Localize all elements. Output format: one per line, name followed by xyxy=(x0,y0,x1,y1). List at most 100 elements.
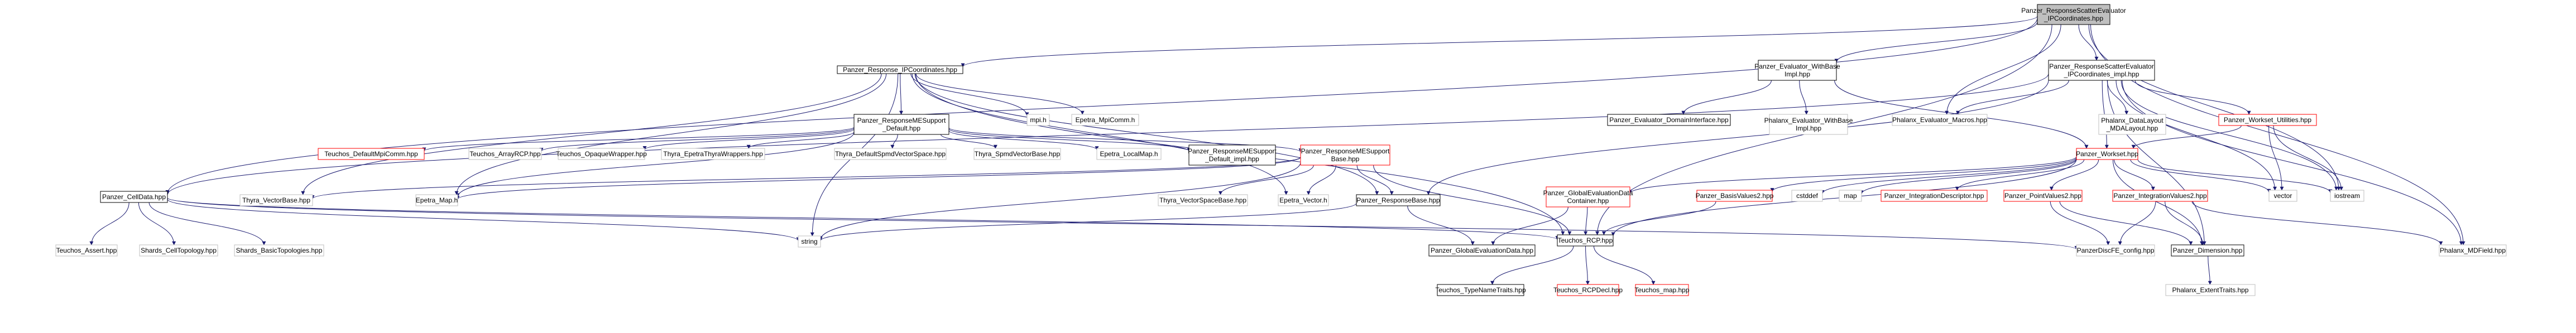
node-label: Panzer_Dimension.hpp xyxy=(2173,247,2243,254)
file-node-thyravectorspacebase: Thyra_VectorSpaceBase.hpp xyxy=(1158,194,1248,206)
file-node-panzerconfig: PanzerDiscFE_config.hpp xyxy=(2076,244,2155,257)
file-node-workset_utilities[interactable]: Panzer_Workset_Utilities.hpp xyxy=(2218,114,2317,126)
node-label: Shards_BasicTopologies.hpp xyxy=(236,247,323,254)
node-label: Thyra_DefaultSpmdVectorSpace.hpp xyxy=(835,150,946,158)
node-label: Thyra_VectorBase.hpp xyxy=(242,196,310,204)
file-node-teuchosrcp[interactable]: Teuchos_RCP.hpp xyxy=(1557,234,1614,247)
node-box xyxy=(1607,114,1731,126)
edge-celldata-to-shardscelltopo xyxy=(138,202,176,245)
edge-workset-to-integrationvalues2 xyxy=(2114,159,2155,191)
file-node-typenametraits[interactable]: Teuchos_TypeNameTraits.hpp xyxy=(1435,284,1526,296)
node-label: Panzer_Workset_Utilities.hpp xyxy=(2224,116,2312,124)
node-box xyxy=(1278,194,1329,206)
file-node-extenttraits: Phalanx_ExtentTraits.hpp xyxy=(2165,284,2256,296)
node-label: Phalanx_MDField.hpp xyxy=(2440,247,2506,254)
file-node-mesupportdefaultimpl[interactable]: Panzer_ResponseMESupport_Default_impl.hp… xyxy=(1188,144,1277,166)
node-box xyxy=(661,148,765,160)
edge-celldata-to-teuchosasset xyxy=(89,202,129,245)
node-label: Panzer_ResponseScatterEvaluator xyxy=(2049,62,2153,70)
edge-mesupportbase-to-epetravector xyxy=(1306,165,1336,195)
node-label: Thyra_EpetraThyraWrappers.hpp xyxy=(663,150,763,158)
file-node-rcpdecl[interactable]: Teuchos_RCPDecl.hpp xyxy=(1553,284,1623,296)
file-node-root[interactable]: Panzer_ResponseScatterEvaluator_IPCoordi… xyxy=(2021,4,2126,25)
file-node-phalanxmdfield: Phalanx_MDField.hpp xyxy=(2439,244,2507,257)
edge-mesupportdefault-to-mesupportdefaultimpl xyxy=(948,128,1191,152)
file-node-mesupportdefault[interactable]: Panzer_ResponseMESupport_Default.hpp xyxy=(853,114,949,135)
node-label: Panzer_ResponseBase.hpp xyxy=(1356,196,1440,204)
node-label: map xyxy=(1844,192,1857,200)
edge-scatterimpl-to-workset_utilities xyxy=(2134,80,2251,115)
file-node-cstddef: cstddef xyxy=(1791,190,1823,202)
edge-ipcoords-to-epetramap xyxy=(454,73,887,195)
edge-workset-to-integrationdescriptor xyxy=(1955,159,2085,191)
node-label: _MDALayout.hpp xyxy=(2106,124,2158,132)
edge-scatterimpl-to-responsebase xyxy=(1426,80,2049,195)
node-label: Panzer_ResponseMESupport xyxy=(1188,147,1277,155)
edge-workset_utilities-to-iostream xyxy=(2273,125,2344,191)
edge-workset-to-basisvalues2 xyxy=(1770,157,2077,192)
node-box xyxy=(415,194,458,206)
edge-mesupportbase-to-thyravectorbase xyxy=(310,156,1301,199)
edge-integrationvalues2-to-dimension xyxy=(2165,201,2205,245)
node-box xyxy=(1300,144,1390,166)
node-label: _IPCoordinates_impl.hpp xyxy=(2064,70,2140,78)
node-box xyxy=(2165,284,2256,296)
edge-scatterimpl-to-celldata xyxy=(165,74,2049,195)
edge-scatterimpl-to-phalanxmacros xyxy=(1956,80,2069,115)
node-box xyxy=(1758,60,1837,81)
edge-root-to-scatterimpl xyxy=(2078,24,2099,61)
edge-integrationvalues2-to-phalanxmdfield xyxy=(2191,201,2443,245)
file-node-basisvalues2[interactable]: Panzer_BasisValues2.hpp xyxy=(1696,190,1774,202)
edge-root-to-phalanxmacros xyxy=(1945,24,2061,115)
file-node-tdefaultmpicomm[interactable]: Teuchos_DefaultMpiComm.hpp xyxy=(318,148,425,160)
file-node-pointvalues2[interactable]: Panzer_PointValues2.hpp xyxy=(2003,190,2083,202)
file-node-celldata[interactable]: Panzer_CellData.hpp xyxy=(100,191,168,203)
edge-mesupportdefault-to-epetramap xyxy=(455,132,855,197)
node-box xyxy=(2218,114,2317,126)
node-box xyxy=(1437,284,1524,296)
node-label: Panzer_CellData.hpp xyxy=(102,193,166,201)
edge-integrationvalues2-to-panzerconfig xyxy=(2118,201,2156,245)
edge-workset_utilities-to-workset xyxy=(2131,125,2242,149)
node-box xyxy=(239,194,313,206)
node-box xyxy=(1557,284,1619,296)
file-node-epetrampicomm: Epetra_MpiComm.h xyxy=(1071,114,1139,126)
file-node-dimension[interactable]: Panzer_Dimension.hpp xyxy=(2171,244,2244,257)
edge-root-to-iostream xyxy=(2088,24,2341,191)
file-node-integrationdescriptor[interactable]: Panzer_IntegrationDescriptor.hpp xyxy=(1881,190,1988,202)
node-label: vector xyxy=(2274,192,2292,200)
file-node-scatterimpl[interactable]: Panzer_ResponseScatterEvaluator_IPCoordi… xyxy=(2048,60,2155,81)
edge-mesupportbase-to-teuchosrcp xyxy=(1373,165,1572,235)
node-box xyxy=(1791,190,1823,202)
file-node-epetralocalmap: Epetra_LocalMap.h xyxy=(1096,148,1162,160)
node-box xyxy=(973,148,1061,160)
file-node-globalevaldata[interactable]: Panzer_GlobalEvaluationData.hpp xyxy=(1428,244,1536,257)
file-node-teuchosmap[interactable]: Teuchos_map.hpp xyxy=(1634,284,1690,296)
node-box xyxy=(798,235,821,248)
node-box xyxy=(837,65,963,74)
node-label: string xyxy=(801,238,817,245)
edge-root-to-celldata xyxy=(165,18,2038,195)
edge-scatterimpl-to-iostream xyxy=(2121,80,2338,191)
file-node-phalanxlayout: Phalanx_DataLayout_MDALayout.hpp xyxy=(2098,114,2166,135)
edge-dimension-to-extenttraits xyxy=(2208,255,2212,285)
node-label: Panzer_Response_IPCoordinates.hpp xyxy=(843,66,957,74)
file-node-workset[interactable]: Panzer_Workset.hpp xyxy=(2076,148,2138,160)
edge-mesupportdefault-to-mesupportbase xyxy=(948,127,1303,153)
node-box xyxy=(2439,244,2507,257)
file-node-phalanxmacros: Phalanx_Evaluator_Macros.hpp xyxy=(1892,114,1988,126)
edge-mesupportbase-to-responsebase xyxy=(1356,165,1394,195)
file-node-integrationvalues2[interactable]: Panzer_IntegrationValues2.hpp xyxy=(2112,190,2208,202)
node-label: Epetra_Vector.h xyxy=(1279,196,1327,204)
file-node-ipcoords[interactable]: Panzer_Response_IPCoordinates.hpp xyxy=(837,65,963,74)
file-node-responsebase[interactable]: Panzer_ResponseBase.hpp xyxy=(1356,194,1441,206)
edge-pointvalues2-to-panzerconfig xyxy=(2050,201,2110,245)
node-box xyxy=(2330,190,2364,202)
file-node-evaldomain[interactable]: Panzer_Evaluator_DomainInterface.hpp xyxy=(1607,114,1731,126)
edge-workset-to-dimension xyxy=(2112,159,2204,245)
node-label: _Default.hpp xyxy=(882,124,920,132)
node-label: Teuchos_ArrayRCP.hpp xyxy=(469,150,541,158)
